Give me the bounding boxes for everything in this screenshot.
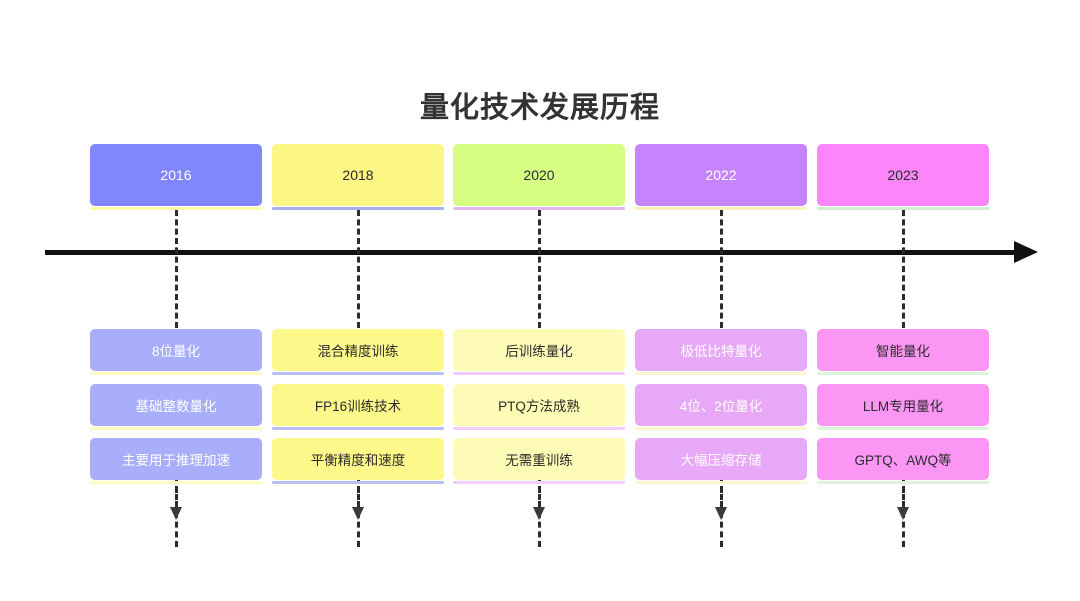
content-box[interactable]: 后训练量化 bbox=[453, 329, 625, 371]
connector-dashed-upper bbox=[902, 210, 905, 328]
year-header-2018[interactable]: 2018 bbox=[272, 144, 444, 206]
content-label: LLM专用量化 bbox=[862, 399, 944, 414]
down-arrow-icon bbox=[897, 507, 909, 520]
connector-dashed-mid-2 bbox=[175, 512, 178, 547]
content-box[interactable]: 大幅压缩存储 bbox=[635, 438, 807, 480]
content-label: 大幅压缩存储 bbox=[680, 453, 762, 468]
year-header-2020[interactable]: 2020 bbox=[453, 144, 625, 206]
year-label: 2016 bbox=[160, 167, 192, 183]
content-box-underline bbox=[817, 427, 989, 430]
year-label: 2022 bbox=[705, 167, 737, 183]
content-label: 智能量化 bbox=[876, 344, 930, 359]
content-box-underline bbox=[90, 481, 262, 484]
connector-dashed-upper bbox=[357, 210, 360, 328]
content-label: 4位、2位量化 bbox=[679, 399, 763, 414]
down-arrow-icon bbox=[170, 507, 182, 520]
connector-dashed-lower bbox=[720, 487, 723, 507]
content-box-underline bbox=[817, 481, 989, 484]
year-header-2016[interactable]: 2016 bbox=[90, 144, 262, 206]
connector-dashed-mid-2 bbox=[357, 512, 360, 547]
content-label: 后训练量化 bbox=[505, 344, 573, 359]
content-box-underline bbox=[90, 427, 262, 430]
content-box-underline bbox=[635, 427, 807, 430]
content-box[interactable]: 平衡精度和速度 bbox=[272, 438, 444, 480]
content-label: 混合精度训练 bbox=[317, 344, 399, 359]
content-label: PTQ方法成熟 bbox=[498, 399, 580, 414]
content-box[interactable]: 4位、2位量化 bbox=[635, 384, 807, 426]
timeline-arrow-icon bbox=[1014, 241, 1038, 263]
connector-dashed-lower bbox=[357, 487, 360, 507]
content-label: 基础整数量化 bbox=[135, 399, 217, 414]
year-label: 2023 bbox=[887, 167, 919, 183]
connector-dashed-lower bbox=[175, 487, 178, 507]
connector-dashed-mid-2 bbox=[720, 512, 723, 547]
content-box-underline bbox=[635, 481, 807, 484]
content-box-underline bbox=[453, 481, 625, 484]
content-box[interactable]: PTQ方法成熟 bbox=[453, 384, 625, 426]
year-header-underline bbox=[453, 207, 625, 210]
connector-dashed-lower bbox=[538, 487, 541, 507]
content-box[interactable]: 无需重训练 bbox=[453, 438, 625, 480]
content-box[interactable]: GPTQ、AWQ等 bbox=[817, 438, 989, 480]
timeline-axis bbox=[45, 250, 1020, 255]
year-label: 2018 bbox=[342, 167, 374, 183]
content-label: 极低比特量化 bbox=[680, 344, 762, 359]
year-header-underline bbox=[272, 207, 444, 210]
down-arrow-icon bbox=[533, 507, 545, 520]
year-header-underline bbox=[90, 207, 262, 210]
year-label: 2020 bbox=[523, 167, 555, 183]
content-box-underline bbox=[272, 481, 444, 484]
down-arrow-icon bbox=[352, 507, 364, 520]
content-box[interactable]: 智能量化 bbox=[817, 329, 989, 371]
content-box[interactable]: 基础整数量化 bbox=[90, 384, 262, 426]
content-box[interactable]: LLM专用量化 bbox=[817, 384, 989, 426]
connector-dashed-upper bbox=[175, 210, 178, 328]
content-label: GPTQ、AWQ等 bbox=[854, 453, 952, 468]
page-title: 量化技术发展历程 bbox=[419, 92, 660, 124]
content-label: 无需重训练 bbox=[505, 453, 573, 468]
content-box[interactable]: 8位量化 bbox=[90, 329, 262, 371]
year-header-underline bbox=[817, 207, 989, 210]
content-box[interactable]: 混合精度训练 bbox=[272, 329, 444, 371]
connector-dashed-lower bbox=[902, 487, 905, 507]
content-box-underline bbox=[453, 372, 625, 375]
content-box-underline bbox=[453, 427, 625, 430]
connector-dashed-mid-2 bbox=[902, 512, 905, 547]
year-header-underline bbox=[635, 207, 807, 210]
year-header-2023[interactable]: 2023 bbox=[817, 144, 989, 206]
content-label: 8位量化 bbox=[151, 344, 200, 359]
content-box[interactable]: FP16训练技术 bbox=[272, 384, 444, 426]
content-box[interactable]: 极低比特量化 bbox=[635, 329, 807, 371]
timeline-columns: 2016 8位量化 基础整数量化 主要用于推理加速 2018 混合精度训练 bbox=[90, 144, 990, 547]
content-box[interactable]: 主要用于推理加速 bbox=[90, 438, 262, 480]
year-header-2022[interactable]: 2022 bbox=[635, 144, 807, 206]
connector-dashed-upper bbox=[720, 210, 723, 328]
connector-dashed-upper bbox=[538, 210, 541, 328]
content-label: 平衡精度和速度 bbox=[310, 453, 406, 468]
content-box-underline bbox=[90, 372, 262, 375]
content-box-underline bbox=[272, 372, 444, 375]
content-box-underline bbox=[817, 372, 989, 375]
content-box-underline bbox=[635, 372, 807, 375]
connector-dashed-mid-2 bbox=[538, 512, 541, 547]
content-label: FP16训练技术 bbox=[314, 399, 402, 414]
content-label: 主要用于推理加速 bbox=[122, 453, 230, 468]
content-box-underline bbox=[272, 427, 444, 430]
down-arrow-icon bbox=[715, 507, 727, 520]
